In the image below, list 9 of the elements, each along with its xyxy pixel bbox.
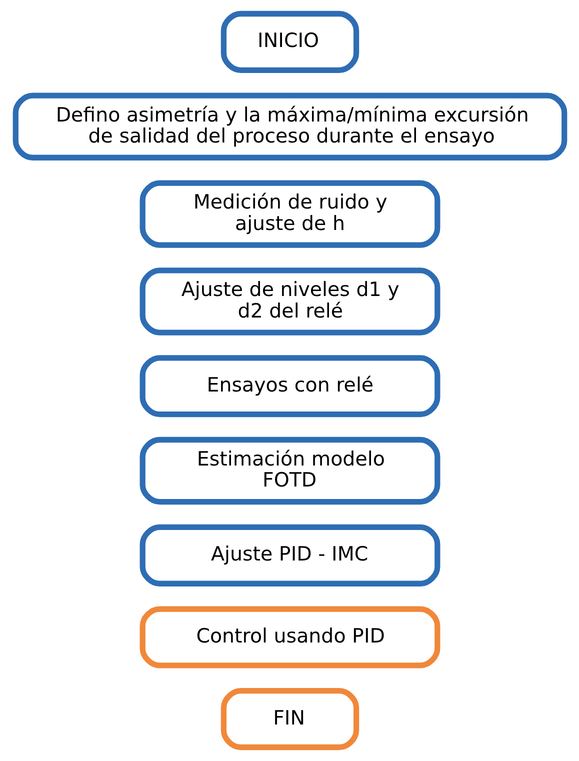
- node-box: INICIO: [220, 10, 359, 73]
- node-box: FIN: [220, 688, 359, 750]
- node-box: Ajuste de niveles d1 y d2 del relé: [139, 268, 440, 336]
- node-box: Control usando PID: [139, 606, 440, 668]
- node-box: Medición de ruido y ajuste de h: [139, 180, 440, 248]
- node-box: Ensayos con relé: [139, 355, 440, 418]
- node-box: Ajuste PID - IMC: [139, 524, 440, 586]
- node-box: Estimación modelo FOTD: [139, 436, 440, 505]
- node-box: Defino asimetría y la máxima/mínima excursión de salidad del proceso durante el ensayo: [12, 92, 567, 160]
